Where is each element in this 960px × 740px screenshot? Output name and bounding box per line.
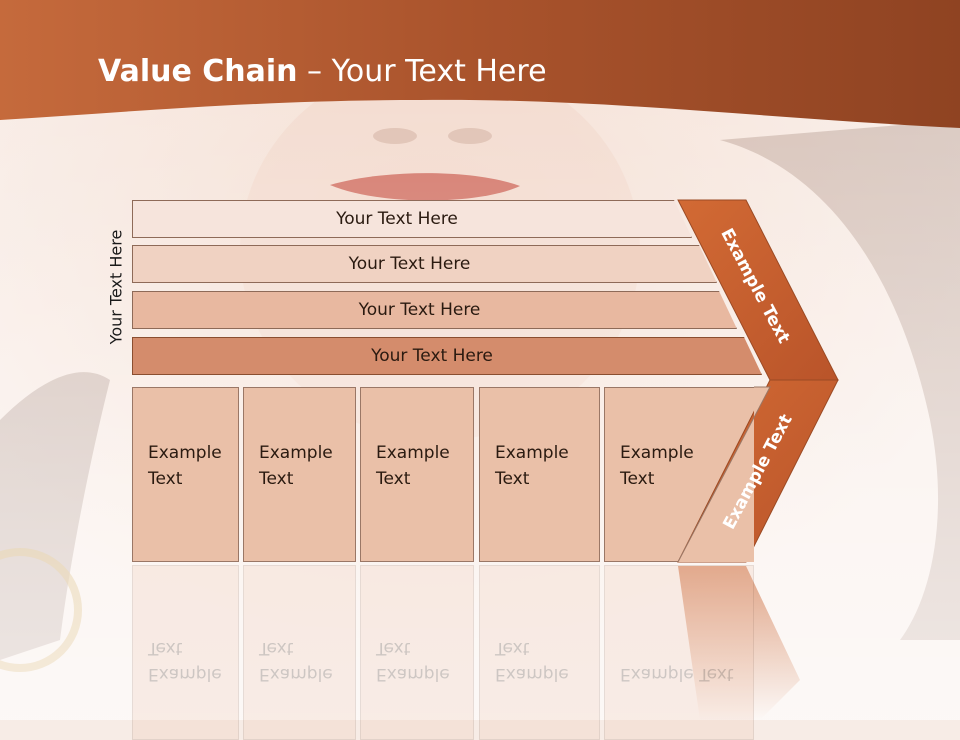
activity-box-2-label: Example Text	[259, 443, 333, 489]
bar-1: Your Text Here	[132, 200, 692, 238]
activity-box-1-label: Example Text	[148, 443, 222, 489]
title-rest: – Your Text Here	[297, 54, 547, 89]
bar-2: Your Text Here	[132, 245, 717, 283]
bar-2-label: Your Text Here	[348, 254, 471, 274]
activity-box-3-label: Example Text	[376, 443, 450, 489]
activity-box-5-label: Example Text	[620, 443, 694, 489]
activity-box-2: Example Text	[243, 387, 356, 562]
title-bold: Value Chain	[98, 54, 298, 89]
page-title: Value Chain – Your Text Here	[98, 54, 547, 89]
bar-4-label: Your Text Here	[371, 346, 493, 366]
side-label-text: Your Text Here	[106, 229, 126, 345]
bar-1-label: Your Text Here	[336, 209, 458, 229]
bar-4: Your Text Here	[132, 337, 762, 375]
activity-box-4-label: Example Text	[495, 443, 569, 489]
activity-box-1: Example Text	[132, 387, 239, 562]
activity-box-4: Example Text	[479, 387, 600, 562]
bar-3-label: Your Text Here	[358, 300, 481, 320]
activity-box-5: Example Text	[604, 387, 754, 562]
bar-3: Your Text Here	[132, 291, 737, 329]
activity-box-3: Example Text	[360, 387, 474, 562]
